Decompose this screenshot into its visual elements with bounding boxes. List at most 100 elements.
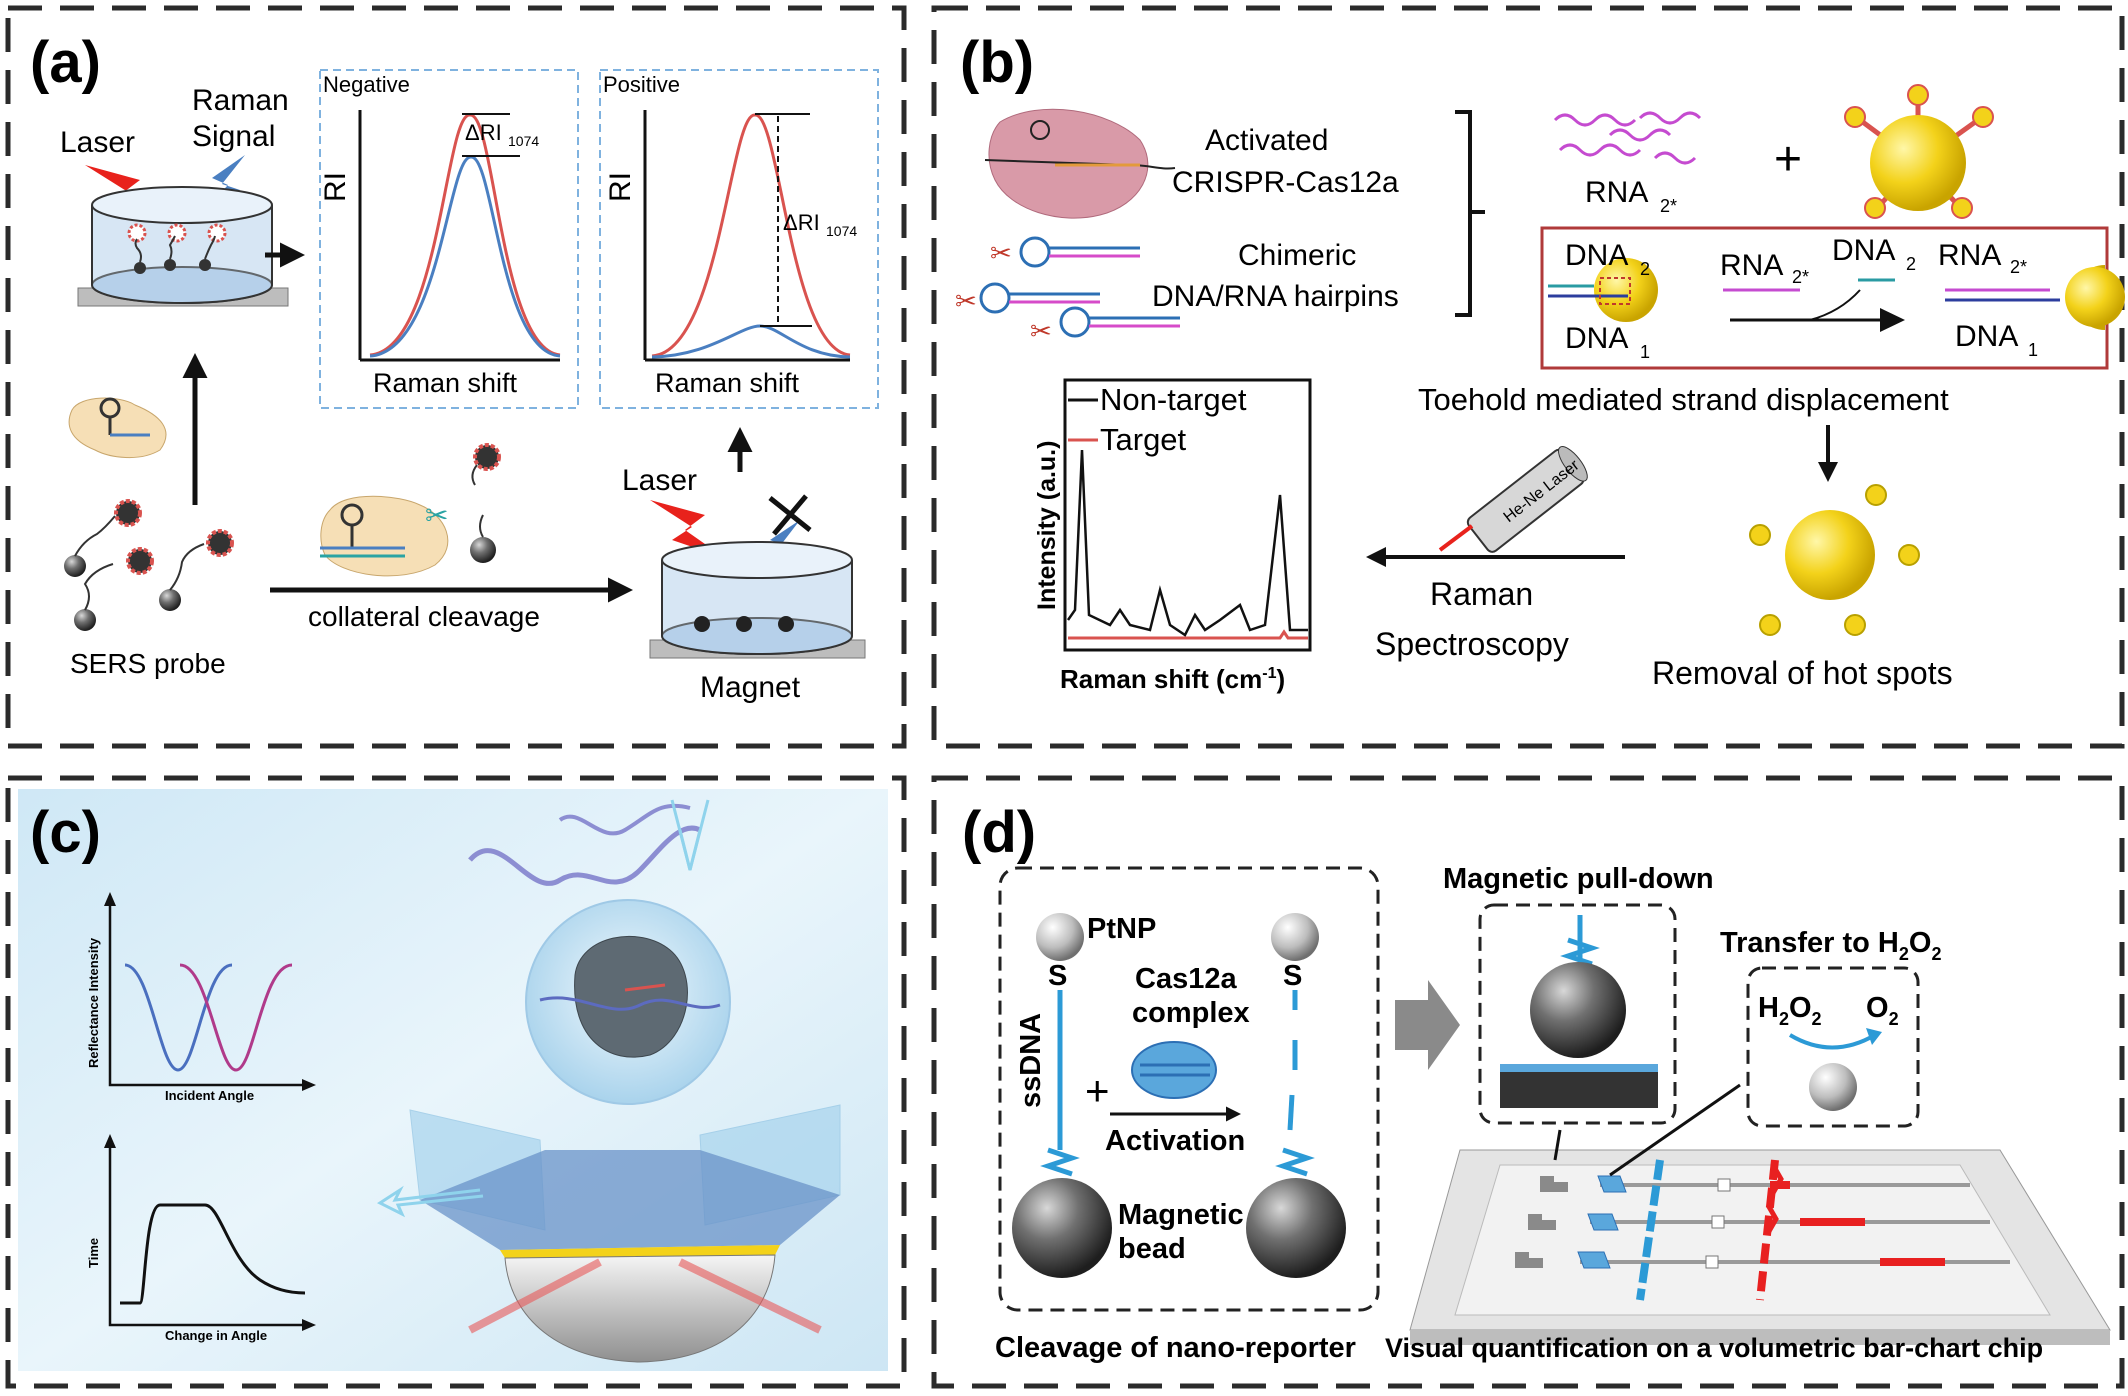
rna2-right: RNA (1938, 239, 2001, 272)
linker-left (1040, 1147, 1080, 1177)
panel-c-border (5, 775, 907, 1389)
dna2-left-sub: 2 (1640, 259, 1650, 279)
block-cross-icon (768, 494, 812, 536)
negative-red-curve (369, 113, 561, 357)
positive-plot: Positive RI Raman shift ΔRI 1074 (599, 69, 879, 409)
panel-a: (a) Laser Raman Signal Negativ (30, 30, 879, 704)
rna2-mid: RNA (1720, 249, 1783, 282)
cas12a-complex-icon (574, 935, 688, 1058)
negative-delta: ΔRI (465, 120, 502, 145)
cas12a-complex-icon-d (1131, 1041, 1217, 1099)
transfer-box (1746, 966, 1920, 1128)
nano-reporter-box (998, 866, 1380, 1312)
cas12a-label-2: complex (1132, 997, 1250, 1029)
purple-dip-curve (179, 963, 293, 1072)
panel-c-label: (c) (30, 800, 101, 865)
gold-film (500, 1245, 780, 1258)
dna2-mid-sub: 2 (1906, 254, 1916, 274)
toehold-label: Toehold mediated strand displacement (1418, 382, 1949, 417)
panel-b-border (931, 5, 2125, 749)
dna1-right-sub: 1 (2028, 340, 2038, 360)
nontarget-spectrum (1066, 449, 1308, 637)
positive-ylabel: RI (604, 172, 637, 202)
dna2-mid: DNA (1832, 234, 1895, 267)
chimeric-hairpins-icon (979, 236, 1180, 338)
big-arrow-icon (1395, 980, 1460, 1070)
scissors-icon-b2: ✂ (955, 286, 977, 316)
reflectance-plot: Reflectance Intensity Incident Angle (86, 892, 316, 1103)
cas12a-label-1: Cas12a (1135, 963, 1237, 995)
magnet-well-icon (649, 541, 866, 659)
removal-label: Removal of hot spots (1652, 655, 1953, 691)
raman-label-2: Spectroscopy (1375, 626, 1569, 662)
laser-out-beam (678, 1258, 822, 1334)
laser-beam (1438, 524, 1474, 552)
svg-text:Non-target: Non-target (1100, 382, 1247, 417)
negative-plot: Negative RI Raman shift ΔRI 1074 (319, 69, 579, 409)
s-right: S (1283, 960, 1302, 992)
volumetric-bar-chart-chip (1409, 1083, 2111, 1345)
sers-probe-label: SERS probe (70, 648, 226, 679)
plus-d: + (1085, 1067, 1110, 1114)
dna1-left: DNA (1565, 322, 1628, 355)
sers-probes-icon (64, 499, 234, 631)
activated-label-1: Activated (1205, 124, 1328, 157)
panel-a-label: (a) (30, 30, 101, 95)
he-ne-laser-icon: He-Ne Laser (1466, 446, 1588, 553)
rna-strand-2 (558, 803, 691, 836)
svg-text:Incident Angle: Incident Angle (165, 1088, 254, 1103)
raman-signal-label-2: Signal (192, 120, 275, 153)
positive-delta-sub: 1074 (826, 223, 857, 239)
raman-signal-label-1: Raman (192, 84, 289, 117)
pull-down-bead (1530, 962, 1626, 1058)
svg-text:Intensity (a.u.): Intensity (a.u.) (1033, 441, 1061, 610)
dna1-left-sub: 1 (1640, 342, 1650, 362)
spr-illustration (376, 799, 841, 1363)
ptnp-catalyst (1809, 1063, 1857, 1111)
laser-bolt-icon-2 (650, 500, 725, 558)
positive-red-curve (651, 113, 851, 358)
magnetic-bead-right (1246, 1178, 1346, 1278)
svg-text:Time: Time (86, 1238, 101, 1268)
ssdna-label: ssDNA (1015, 1013, 1047, 1108)
laser-label-2: Laser (622, 464, 697, 497)
panel-b-label: (b) (960, 30, 1034, 95)
pull-down-box (1478, 903, 1677, 1125)
magnet-label: Magnet (700, 671, 801, 704)
time-plot: Time Change in Angle (86, 1134, 316, 1343)
removed-hot-spots-icon (1749, 484, 1920, 636)
svg-text:Raman shift (cm-1): Raman shift (cm-1) (1060, 664, 1285, 694)
rna2-wavy-strands-icon (1553, 111, 1702, 165)
svg-text:Target: Target (1100, 422, 1187, 457)
chimeric-label-1: Chimeric (1238, 239, 1356, 272)
ptnp-label: PtNP (1087, 913, 1156, 945)
rna-strand-1 (468, 825, 702, 886)
panel-a-border (5, 5, 907, 749)
negative-xlabel: Raman shift (373, 368, 518, 398)
h2o2-label: H2O2 (1758, 992, 1822, 1029)
raman-spectrum-plot: Non-target Target Intensity (a.u.) Raman… (1033, 378, 1312, 694)
svg-text:Reflectance Intensity: Reflectance Intensity (86, 937, 101, 1068)
dna2-left: DNA (1565, 239, 1628, 272)
raman-label-1: Raman (1430, 576, 1533, 612)
panel-b: (b) Activated CRISPR-Cas12a ✂ ✂ ✂ Chimer… (955, 30, 2125, 694)
rna2-sub: 2* (1660, 196, 1677, 216)
laser-in-beam (468, 1258, 602, 1334)
blue-dip-curve (124, 963, 233, 1072)
cas12a-protein-icon (984, 108, 1176, 219)
visual-quant-label: Visual quantification on a volumetric ba… (1385, 1333, 2043, 1363)
panel-d-border (931, 775, 2125, 1389)
panel-d-label: (d) (962, 800, 1036, 865)
magnetic-bead-label-1: Magnetic (1118, 1199, 1244, 1231)
gold-np-with-hairpins-icon (1844, 84, 1994, 219)
positive-title: Positive (603, 72, 680, 97)
rna2-label: RNA (1585, 176, 1648, 209)
sensor-well-icon (77, 186, 289, 307)
cleaved-probe-icon (470, 443, 501, 563)
laser-label: Laser (60, 126, 135, 159)
panel-c: (c) Reflectance Intensity Incident Angle… (18, 789, 888, 1371)
pull-down-label: Magnetic pull-down (1443, 863, 1714, 895)
negative-ylabel: RI (319, 172, 352, 202)
magnetic-bead-left (1012, 1178, 1112, 1278)
